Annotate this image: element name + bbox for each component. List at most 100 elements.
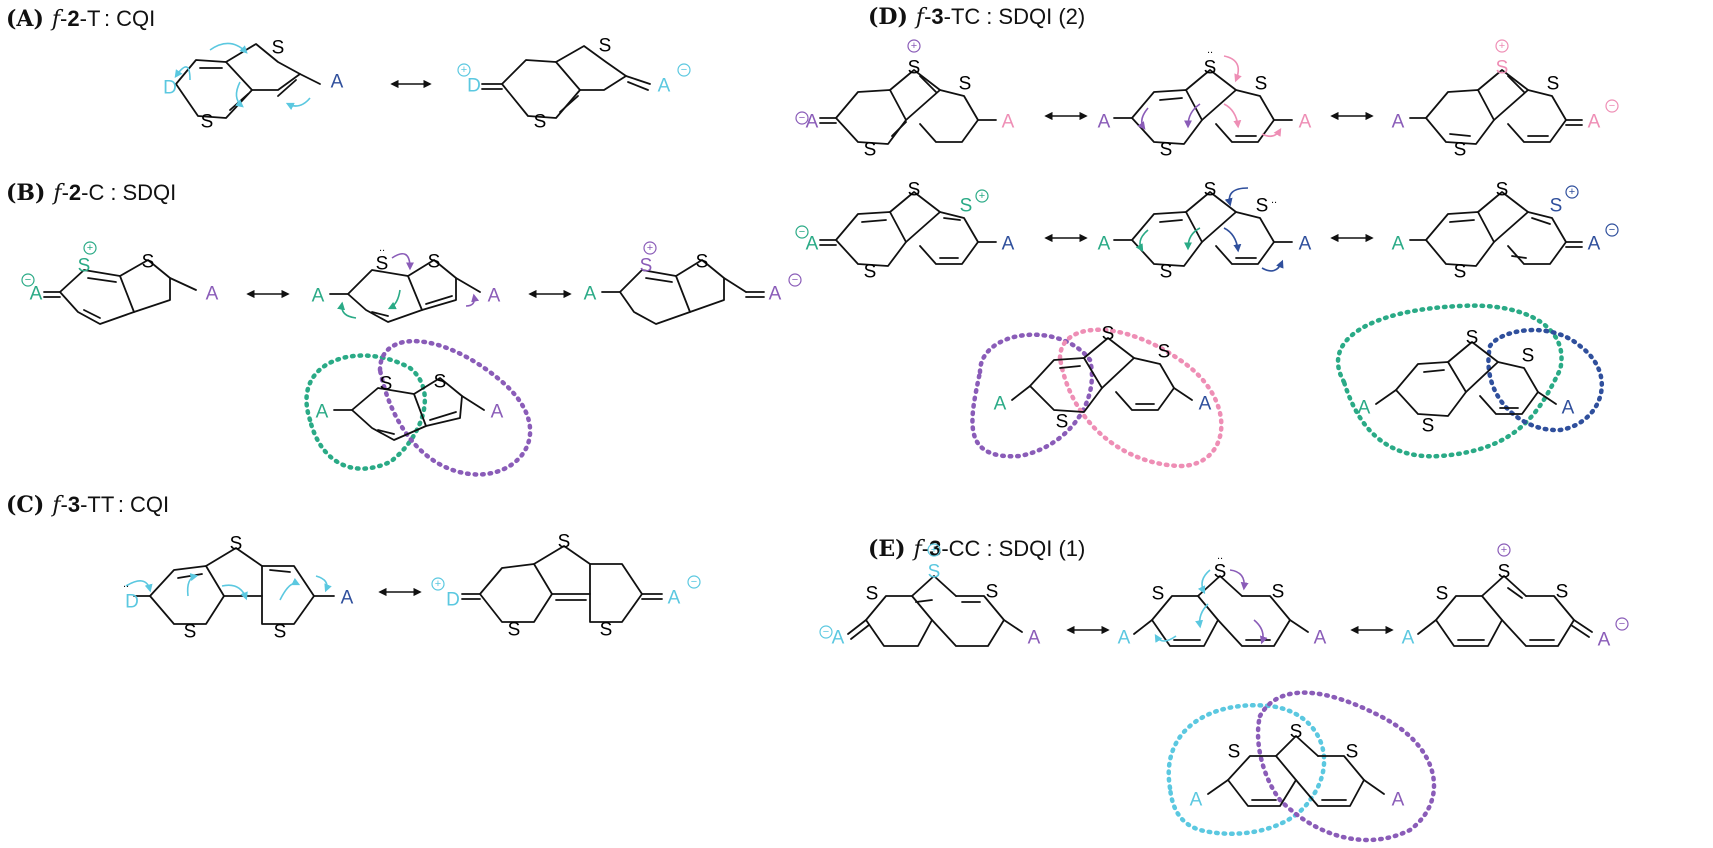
plus-charge: [1497, 543, 1511, 557]
acceptor-atom: A: [1358, 398, 1371, 419]
svg-text:−: −: [25, 274, 31, 286]
acceptor-atom: A: [769, 284, 782, 305]
sulfur-atom: S: [1152, 584, 1165, 605]
acceptor-atom: A: [316, 402, 329, 423]
panel-e-structure-3: [1417, 575, 1593, 647]
sulfur-atom: S: [1290, 722, 1303, 743]
minus-charge: [819, 625, 833, 639]
sulfur-atom: S: [1204, 180, 1217, 201]
svg-text:(B)f-2-C:SDQI: (B)f-2-C:SDQI: [6, 180, 176, 206]
acceptor-atom: A: [488, 286, 501, 307]
sulfur-atom: S: [600, 620, 613, 641]
acceptor-atom: A: [1392, 234, 1405, 255]
svg-text:−: −: [799, 226, 805, 238]
minus-charge: [21, 273, 35, 287]
lone-pair: ..: [1217, 550, 1223, 562]
sulfur-atom: S: [1256, 196, 1269, 217]
svg-text:+: +: [1501, 544, 1507, 556]
panel-a-title: (A)f-2-T:CQI: [6, 6, 155, 32]
acceptor-atom: A: [806, 112, 819, 133]
sulfur-atom: S: [1436, 584, 1449, 605]
sulfur-atom: S: [230, 534, 243, 555]
sulfur-atom: S: [599, 36, 612, 57]
sulfur-atom: S: [1160, 140, 1173, 161]
acceptor-atom: A: [206, 284, 219, 305]
panel-d-row2-structure-3: [1409, 191, 1583, 267]
acceptor-atom: A: [1392, 112, 1405, 133]
sulfur-atom: S: [1422, 416, 1435, 437]
svg-text:+: +: [1499, 40, 1505, 52]
svg-text:+: +: [911, 40, 917, 52]
svg-text:−: −: [1609, 224, 1615, 236]
sulfur-atom: S: [1160, 262, 1173, 283]
minus-charge: [1615, 617, 1629, 631]
minus-charge: [1605, 223, 1619, 237]
acceptor-atom: A: [1392, 790, 1405, 811]
acceptor-atom: A: [1588, 112, 1601, 133]
sulfur-atom: S: [696, 252, 709, 273]
svg-text:−: −: [792, 274, 798, 286]
sulfur-atom: S: [1204, 58, 1217, 79]
acceptor-atom: A: [1002, 234, 1015, 255]
sulfur-atom: S: [1454, 262, 1467, 283]
svg-text:+: +: [647, 242, 653, 254]
minus-charge: [677, 63, 691, 77]
acceptor-atom: A: [994, 394, 1007, 415]
svg-text:−: −: [681, 64, 687, 76]
sulfur-atom: S: [928, 562, 941, 583]
sulfur-atom: S: [201, 112, 214, 133]
acceptor-atom: A: [1002, 112, 1015, 133]
minus-charge: [795, 111, 809, 125]
sulfur-atom: S: [272, 38, 285, 59]
svg-text:+: +: [435, 578, 441, 590]
plus-charge: [1565, 185, 1579, 199]
acceptor-atom: A: [1118, 628, 1131, 649]
svg-text:−: −: [823, 626, 829, 638]
sulfur-atom: S: [1272, 582, 1285, 603]
acceptor-atom: A: [491, 402, 504, 423]
lone-pair: ..: [123, 578, 129, 590]
svg-text:+: +: [1569, 186, 1575, 198]
plus-charge: [927, 543, 941, 557]
acceptor-atom: A: [668, 588, 681, 609]
sulfur-atom: S: [908, 58, 921, 79]
panel-d-row1-structure-1: [819, 69, 997, 145]
acceptor-atom: A: [1098, 234, 1111, 255]
acceptor-atom: A: [1098, 112, 1111, 133]
sulfur-atom: S: [78, 256, 91, 277]
panel-d-overlap-left: [970, 327, 1224, 469]
sulfur-atom: S: [1228, 742, 1241, 763]
panel-c-title: (C)f-3-TT:CQI: [6, 492, 169, 518]
sulfur-atom: S: [959, 74, 972, 95]
acceptor-atom: A: [658, 76, 671, 97]
sulfur-atom: S: [864, 262, 877, 283]
sulfur-atom: S: [1255, 74, 1268, 95]
panel-d-title: (D)f-3-TC:SDQI (2): [868, 4, 1085, 30]
donor-atom: D: [125, 592, 139, 613]
svg-text:(E)f-3-CC:SDQI (1): (E)f-3-CC:SDQI (1): [868, 536, 1085, 562]
sulfur-atom: S: [1556, 582, 1569, 603]
sulfur-atom: S: [274, 622, 287, 643]
svg-text:(C)f-3-TT:CQI: (C)f-3-TT:CQI: [6, 492, 169, 518]
panel-c-structure-2: [461, 545, 663, 623]
panel-c-structure-1: [125, 547, 335, 625]
plus-charge: [1495, 39, 1509, 53]
sulfur-atom: S: [1214, 562, 1227, 583]
sulfur-atom: S: [1496, 180, 1509, 201]
sulfur-atom: S: [1158, 342, 1171, 363]
minus-charge: [1605, 99, 1619, 113]
acceptor-atom: A: [341, 588, 354, 609]
plus-charge: [643, 241, 657, 255]
svg-text:−: −: [1619, 618, 1625, 630]
lone-pair: ..: [379, 242, 385, 254]
svg-text:(D)f-3-TC:SDQI (2): (D)f-3-TC:SDQI (2): [868, 4, 1085, 30]
acceptor-atom: A: [806, 234, 819, 255]
plus-charge: [83, 241, 97, 255]
panel-a-structure-2: [481, 45, 651, 119]
svg-text:(A)f-2-T:CQI: (A)f-2-T:CQI: [6, 6, 155, 32]
acceptor-atom: A: [1588, 234, 1601, 255]
svg-text:+: +: [931, 544, 937, 556]
acceptor-atom: A: [1562, 398, 1575, 419]
panel-d-overlap-right: [1335, 303, 1604, 459]
